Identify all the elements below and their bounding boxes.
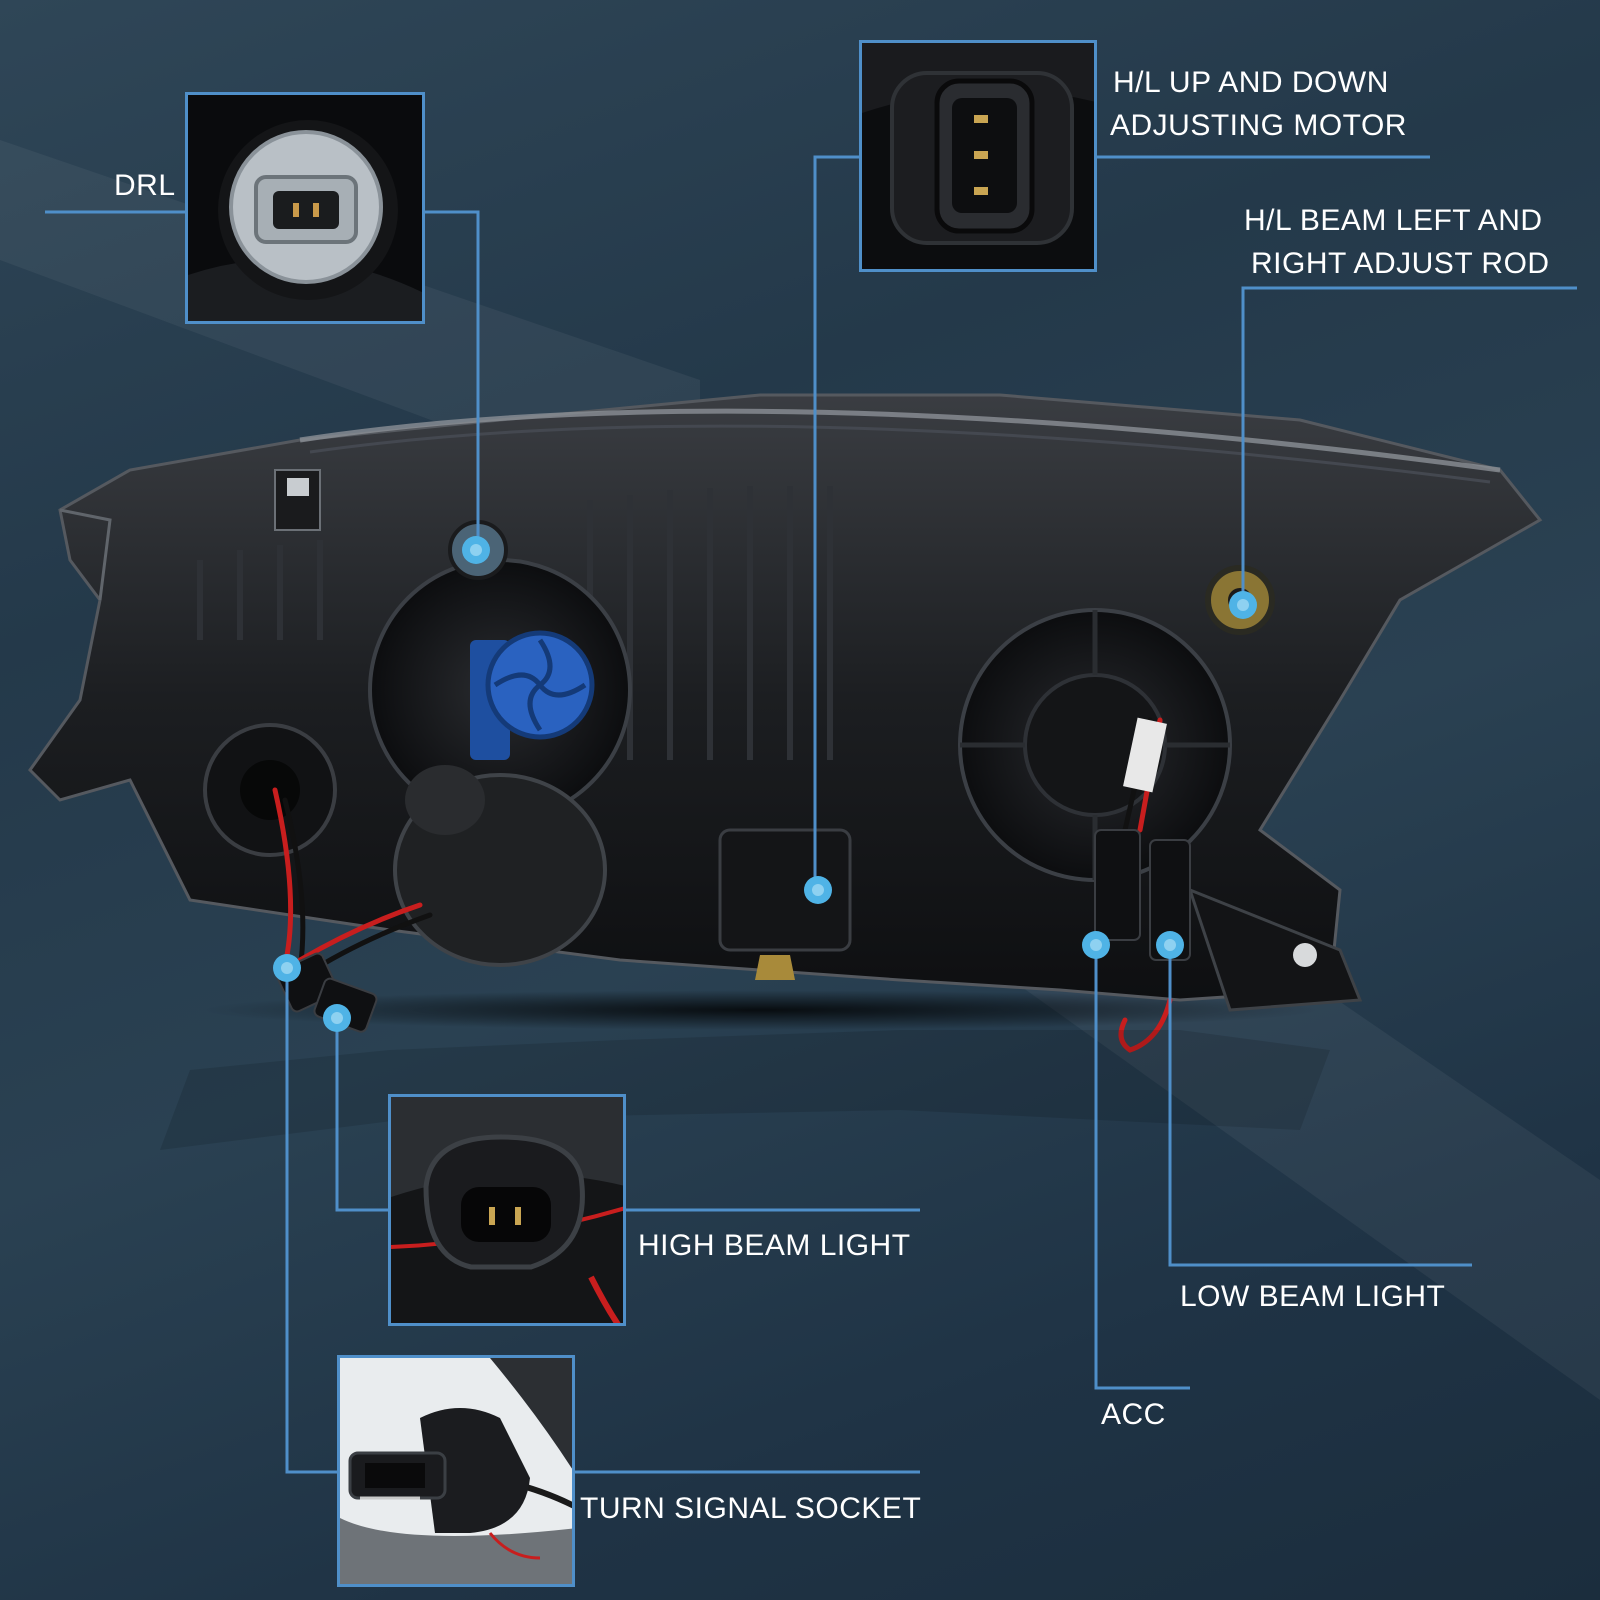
- label-drl: DRL: [114, 169, 176, 202]
- inset-drl-connector: [185, 92, 425, 324]
- led-bulb-fan: [470, 630, 595, 760]
- high-beam-connector-illustration: [391, 1097, 623, 1323]
- leader-lines: [45, 155, 1577, 1474]
- inset-high-beam-connector: [388, 1094, 626, 1326]
- drl-connector-illustration: [188, 95, 422, 321]
- label-hl-motor-line1: H/L UP AND DOWN: [1113, 66, 1389, 99]
- headlight-assembly: [28, 393, 1543, 1053]
- label-hl-rod-line2: RIGHT ADJUST ROD: [1251, 247, 1550, 280]
- inset-turn-signal-socket: [337, 1355, 575, 1587]
- turn-signal-illustration: [340, 1358, 572, 1584]
- label-hl-rod-line1: H/L BEAM LEFT AND: [1244, 204, 1543, 237]
- floor-shadow: [200, 990, 1320, 1030]
- inset-motor-connector: [859, 40, 1097, 272]
- label-low-beam: LOW BEAM LIGHT: [1180, 1280, 1446, 1313]
- reflection: [160, 1030, 1330, 1150]
- label-hl-motor-line2: ADJUSTING MOTOR: [1110, 109, 1407, 142]
- label-high-beam: HIGH BEAM LIGHT: [638, 1229, 911, 1262]
- dust-cap: [393, 765, 607, 967]
- label-turn-signal: TURN SIGNAL SOCKET: [580, 1492, 922, 1525]
- motor-connector-illustration: [862, 43, 1094, 269]
- label-acc: ACC: [1101, 1398, 1166, 1431]
